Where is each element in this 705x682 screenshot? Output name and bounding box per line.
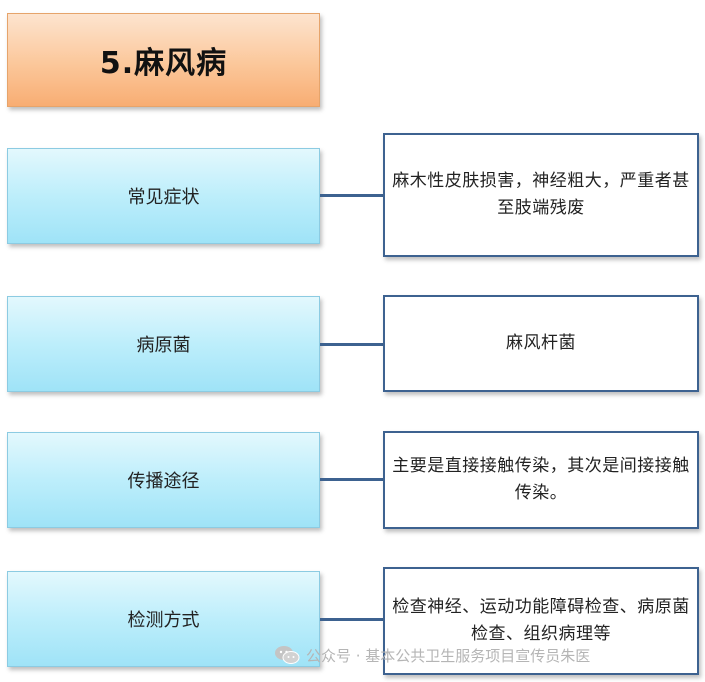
category-label: 常见症状 bbox=[127, 187, 200, 208]
connector-line bbox=[320, 618, 383, 621]
watermark-text: 公众号 · 基本公共卫生服务项目宣传员朱医 bbox=[306, 646, 591, 665]
detail-text: 麻木性皮肤损害，神经粗大，严重者甚至肢端残废 bbox=[392, 171, 690, 218]
category-label: 检测方式 bbox=[127, 610, 200, 631]
category-box-transmission: 传播途径 bbox=[7, 432, 320, 528]
category-box-detection: 检测方式 bbox=[7, 571, 320, 667]
diagram-title: 5.麻风病 bbox=[99, 46, 228, 81]
detail-box-detection: 检查神经、运动功能障碍检查、病原菌检查、组织病理等 bbox=[383, 567, 699, 675]
category-label: 病原菌 bbox=[136, 335, 191, 356]
category-box-symptoms: 常见症状 bbox=[7, 148, 320, 244]
category-box-pathogen: 病原菌 bbox=[7, 296, 320, 392]
category-label: 传播途径 bbox=[127, 471, 200, 492]
title-box: 5.麻风病 bbox=[7, 13, 320, 107]
detail-text: 麻风杆菌 bbox=[506, 333, 576, 353]
connector-line bbox=[320, 343, 383, 346]
connector-line bbox=[320, 194, 383, 197]
wechat-icon bbox=[275, 646, 300, 664]
detail-box-symptoms: 麻木性皮肤损害，神经粗大，严重者甚至肢端残废 bbox=[383, 133, 699, 257]
connector-line bbox=[320, 478, 383, 481]
detail-text: 检查神经、运动功能障碍检查、病原菌检查、组织病理等 bbox=[392, 597, 690, 644]
detail-box-pathogen: 麻风杆菌 bbox=[383, 295, 699, 392]
detail-text: 主要是直接接触传染，其次是间接接触传染。 bbox=[392, 456, 690, 503]
watermark: 公众号 · 基本公共卫生服务项目宣传员朱医 bbox=[274, 643, 590, 667]
detail-box-transmission: 主要是直接接触传染，其次是间接接触传染。 bbox=[383, 431, 699, 529]
